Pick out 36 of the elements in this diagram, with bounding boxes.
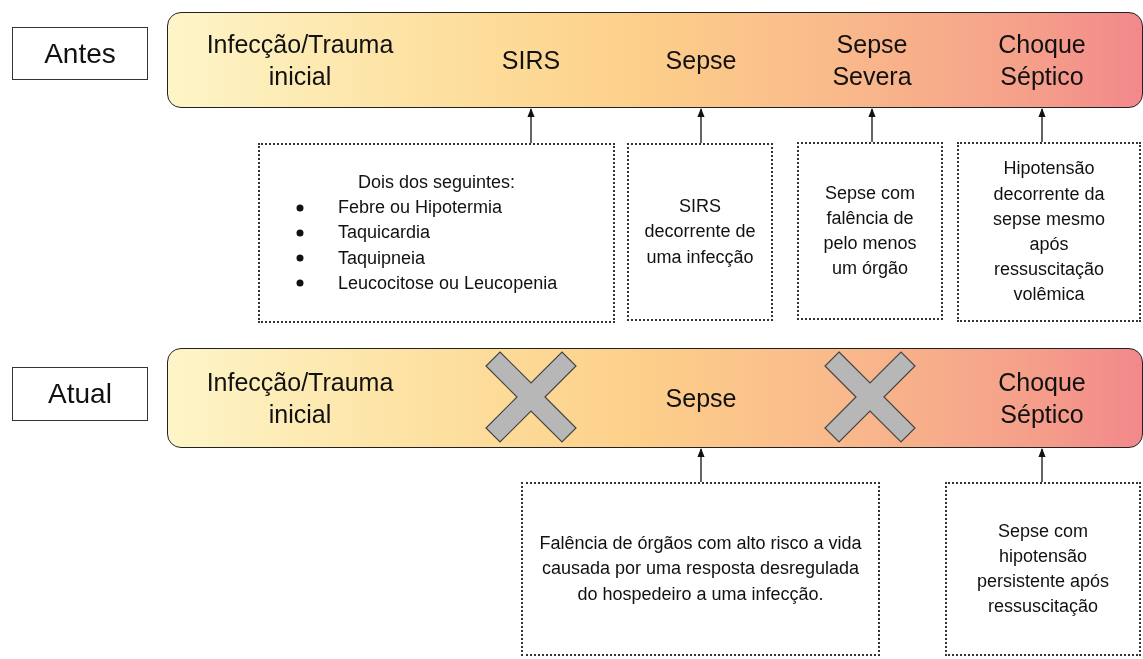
definition-text: Hipotensão decorrente da sepse mesmo após ressuscitação volêmica (991, 157, 1106, 307)
definition-text: SIRS decorrente de uma infecção (643, 195, 757, 269)
stage-label: Infecção/Trauma inicial (205, 28, 395, 92)
stage-label: Infecção/Trauma inicial (205, 366, 395, 430)
box-label: Antes (44, 37, 116, 70)
box-label: Atual (48, 378, 112, 410)
definition-text: Falência de órgãos com alto risco a vida causada por uma resposta desregulada do hospedeiro a uma infecção. (538, 532, 863, 606)
definition-box (945, 482, 1141, 656)
stage-label-box (12, 27, 148, 80)
list-item: Leucocitose ou Leucopenia (338, 271, 558, 295)
definition-box (258, 143, 615, 323)
arrow (697, 448, 705, 483)
definition-box (627, 143, 773, 321)
list-item: Febre ou Hipotermia (338, 196, 503, 220)
definition-box (957, 142, 1141, 322)
stage-label-box (12, 367, 148, 421)
definition-box (797, 142, 943, 320)
stage-label: Sepse Severa (831, 28, 913, 92)
definition-box (521, 482, 880, 656)
list-item: Taquicardia (338, 221, 431, 245)
arrow (527, 108, 535, 144)
stage-label: Sepse (665, 382, 737, 414)
list-heading: Dois dos seguintes: (357, 171, 516, 195)
stage-label: SIRS (501, 44, 561, 76)
arrow (1038, 448, 1046, 483)
arrow (1038, 108, 1046, 143)
stage-label: Choque Séptico (997, 28, 1087, 92)
definition-text: Sepse com hipotensão persistente após ressuscitação (975, 519, 1111, 619)
arrow (697, 108, 705, 144)
timeline-band (167, 12, 1143, 108)
list-item: Taquipneia (338, 246, 426, 270)
timeline-band (167, 348, 1143, 448)
stage-label: Choque Séptico (997, 366, 1087, 430)
arrow (868, 108, 876, 143)
stage-label: Sepse (665, 44, 737, 76)
definition-text: Sepse com falência de pelo menos um órgão (822, 181, 918, 281)
